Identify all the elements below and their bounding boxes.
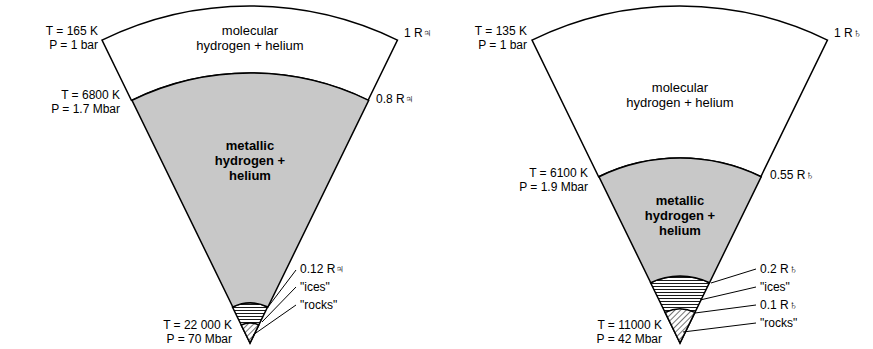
- leader-line: [700, 287, 756, 300]
- annotation-label: 0.8 R♃: [376, 92, 414, 106]
- leader-line: [253, 305, 296, 335]
- annotation-label: P = 1.9 Mbar: [519, 180, 588, 194]
- annotation-label: P = 42 Mbar: [597, 332, 662, 346]
- rock-core: [665, 309, 695, 343]
- annotation-label: P = 1.7 Mbar: [51, 102, 120, 116]
- annotation-label: 1 R♃: [404, 26, 432, 40]
- annotation-label: T = 11000 K: [597, 318, 662, 332]
- leader-line: [711, 269, 756, 283]
- jupiter-core: [232, 303, 267, 343]
- annotation-label: 0.2 R♄: [760, 262, 798, 276]
- layer-name: molecular hydrogen + helium: [194, 23, 306, 53]
- annotation-label: T = 6100 K: [529, 166, 588, 180]
- annotation-label: T = 22 000 K: [163, 318, 232, 332]
- annotation-label: "rocks": [760, 316, 797, 330]
- metallic-layer: metallic hydrogen + helium: [597, 156, 763, 285]
- layer-outline: [132, 73, 369, 307]
- layer-name: metallic hydrogen + helium: [643, 193, 717, 238]
- molecular-layer: molecular hydrogen + helium: [530, 4, 829, 179]
- rock-core: [665, 309, 695, 343]
- layer-outline: [599, 158, 761, 283]
- layer-outline: [532, 6, 827, 177]
- ice-layer: [232, 303, 267, 343]
- leader-line: [683, 323, 756, 332]
- leader-line: [695, 305, 756, 313]
- annotation-label: 1 R♄: [834, 26, 862, 40]
- annotation-label: "ices": [300, 280, 330, 294]
- annotation-label: 0.1 R♄: [760, 298, 798, 312]
- layer-name: metallic hydrogen + helium: [213, 138, 287, 183]
- annotation-label: T = 165 K: [46, 24, 98, 38]
- annotation-label: "ices": [760, 280, 790, 294]
- annotation-label: P = 1 bar: [49, 38, 98, 52]
- annotation-label: 0.55 R♄: [770, 168, 814, 182]
- annotation-label: T = 6800 K: [61, 88, 120, 102]
- annotation-label: 0.12 R♃: [300, 262, 344, 276]
- layer-name: molecular hydrogen + helium: [624, 80, 736, 110]
- ice-layer: [232, 303, 267, 343]
- annotation-label: P = 70 Mbar: [167, 332, 232, 346]
- leader-lines: [253, 269, 756, 335]
- annotation-label: P = 1 bar: [478, 38, 527, 52]
- annotation-label: "rocks": [300, 298, 337, 312]
- annotation-label: T = 135 K: [475, 24, 527, 38]
